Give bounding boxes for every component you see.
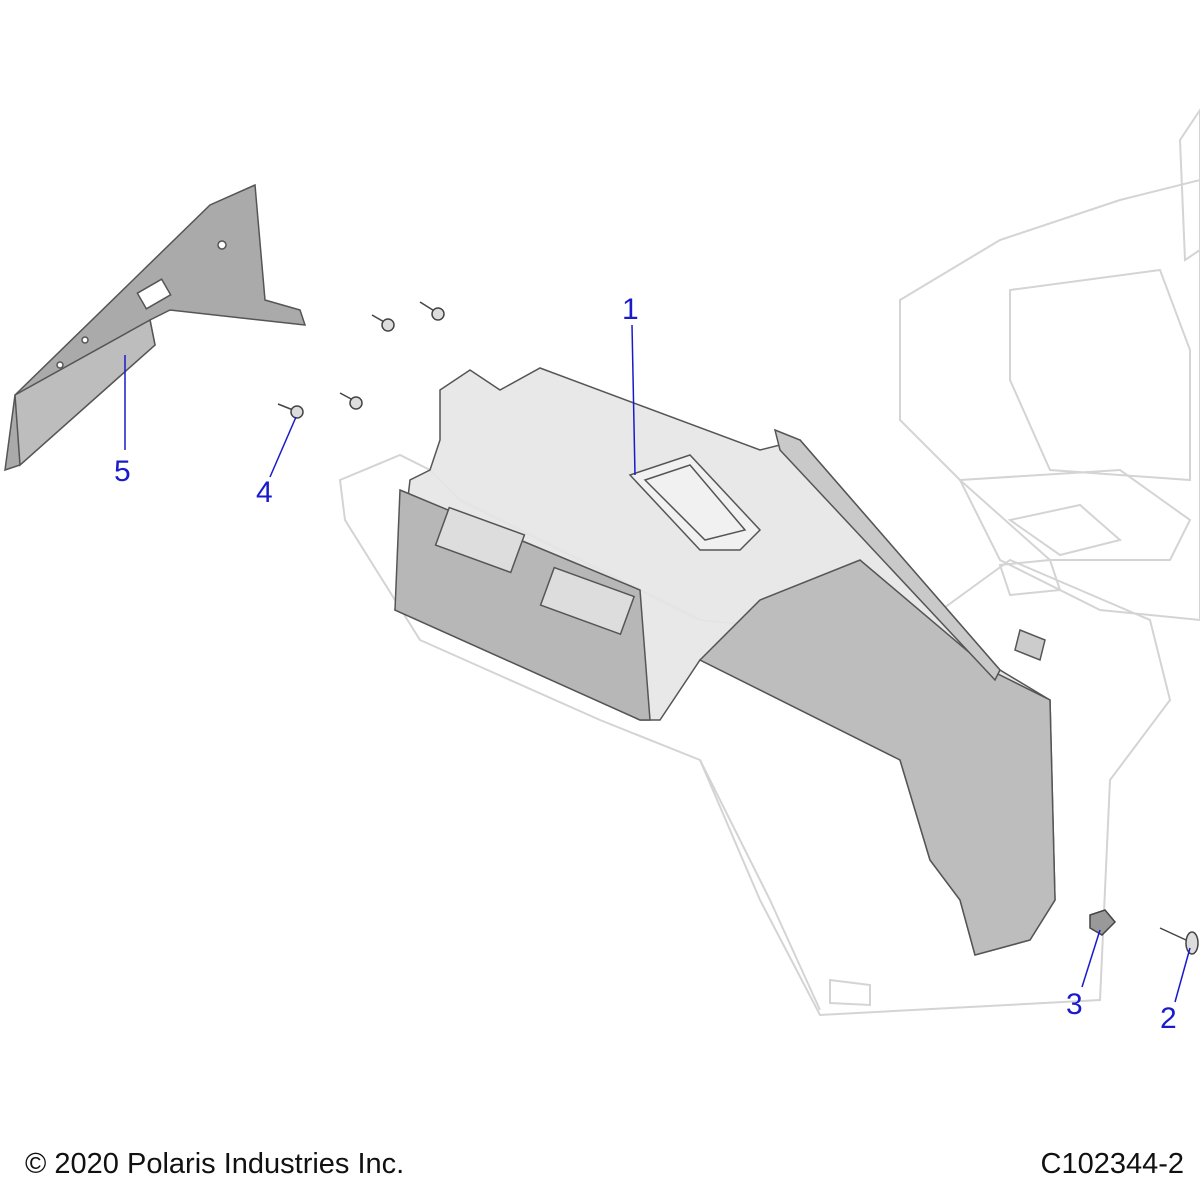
screw-icon xyxy=(277,403,304,419)
copyright-text: © 2020 Polaris Industries Inc. xyxy=(25,1148,405,1180)
callout-1: 1 xyxy=(622,293,639,326)
diagram-id: C102344-2 xyxy=(1040,1148,1185,1180)
leader-lines xyxy=(124,324,1191,1003)
callout-2: 2 xyxy=(1160,1002,1177,1035)
nut-icon xyxy=(1089,909,1117,936)
main-panel-part-1 xyxy=(394,367,1056,956)
bolt-icon xyxy=(1159,927,1199,955)
side-shield-part-5 xyxy=(4,183,307,472)
callout-3: 3 xyxy=(1066,988,1083,1021)
fasteners xyxy=(277,301,1199,955)
screw-icon xyxy=(339,392,363,410)
screw-icon xyxy=(371,314,395,332)
screw-icon xyxy=(419,301,445,321)
callout-4: 4 xyxy=(256,476,273,509)
callout-5: 5 xyxy=(114,455,131,488)
